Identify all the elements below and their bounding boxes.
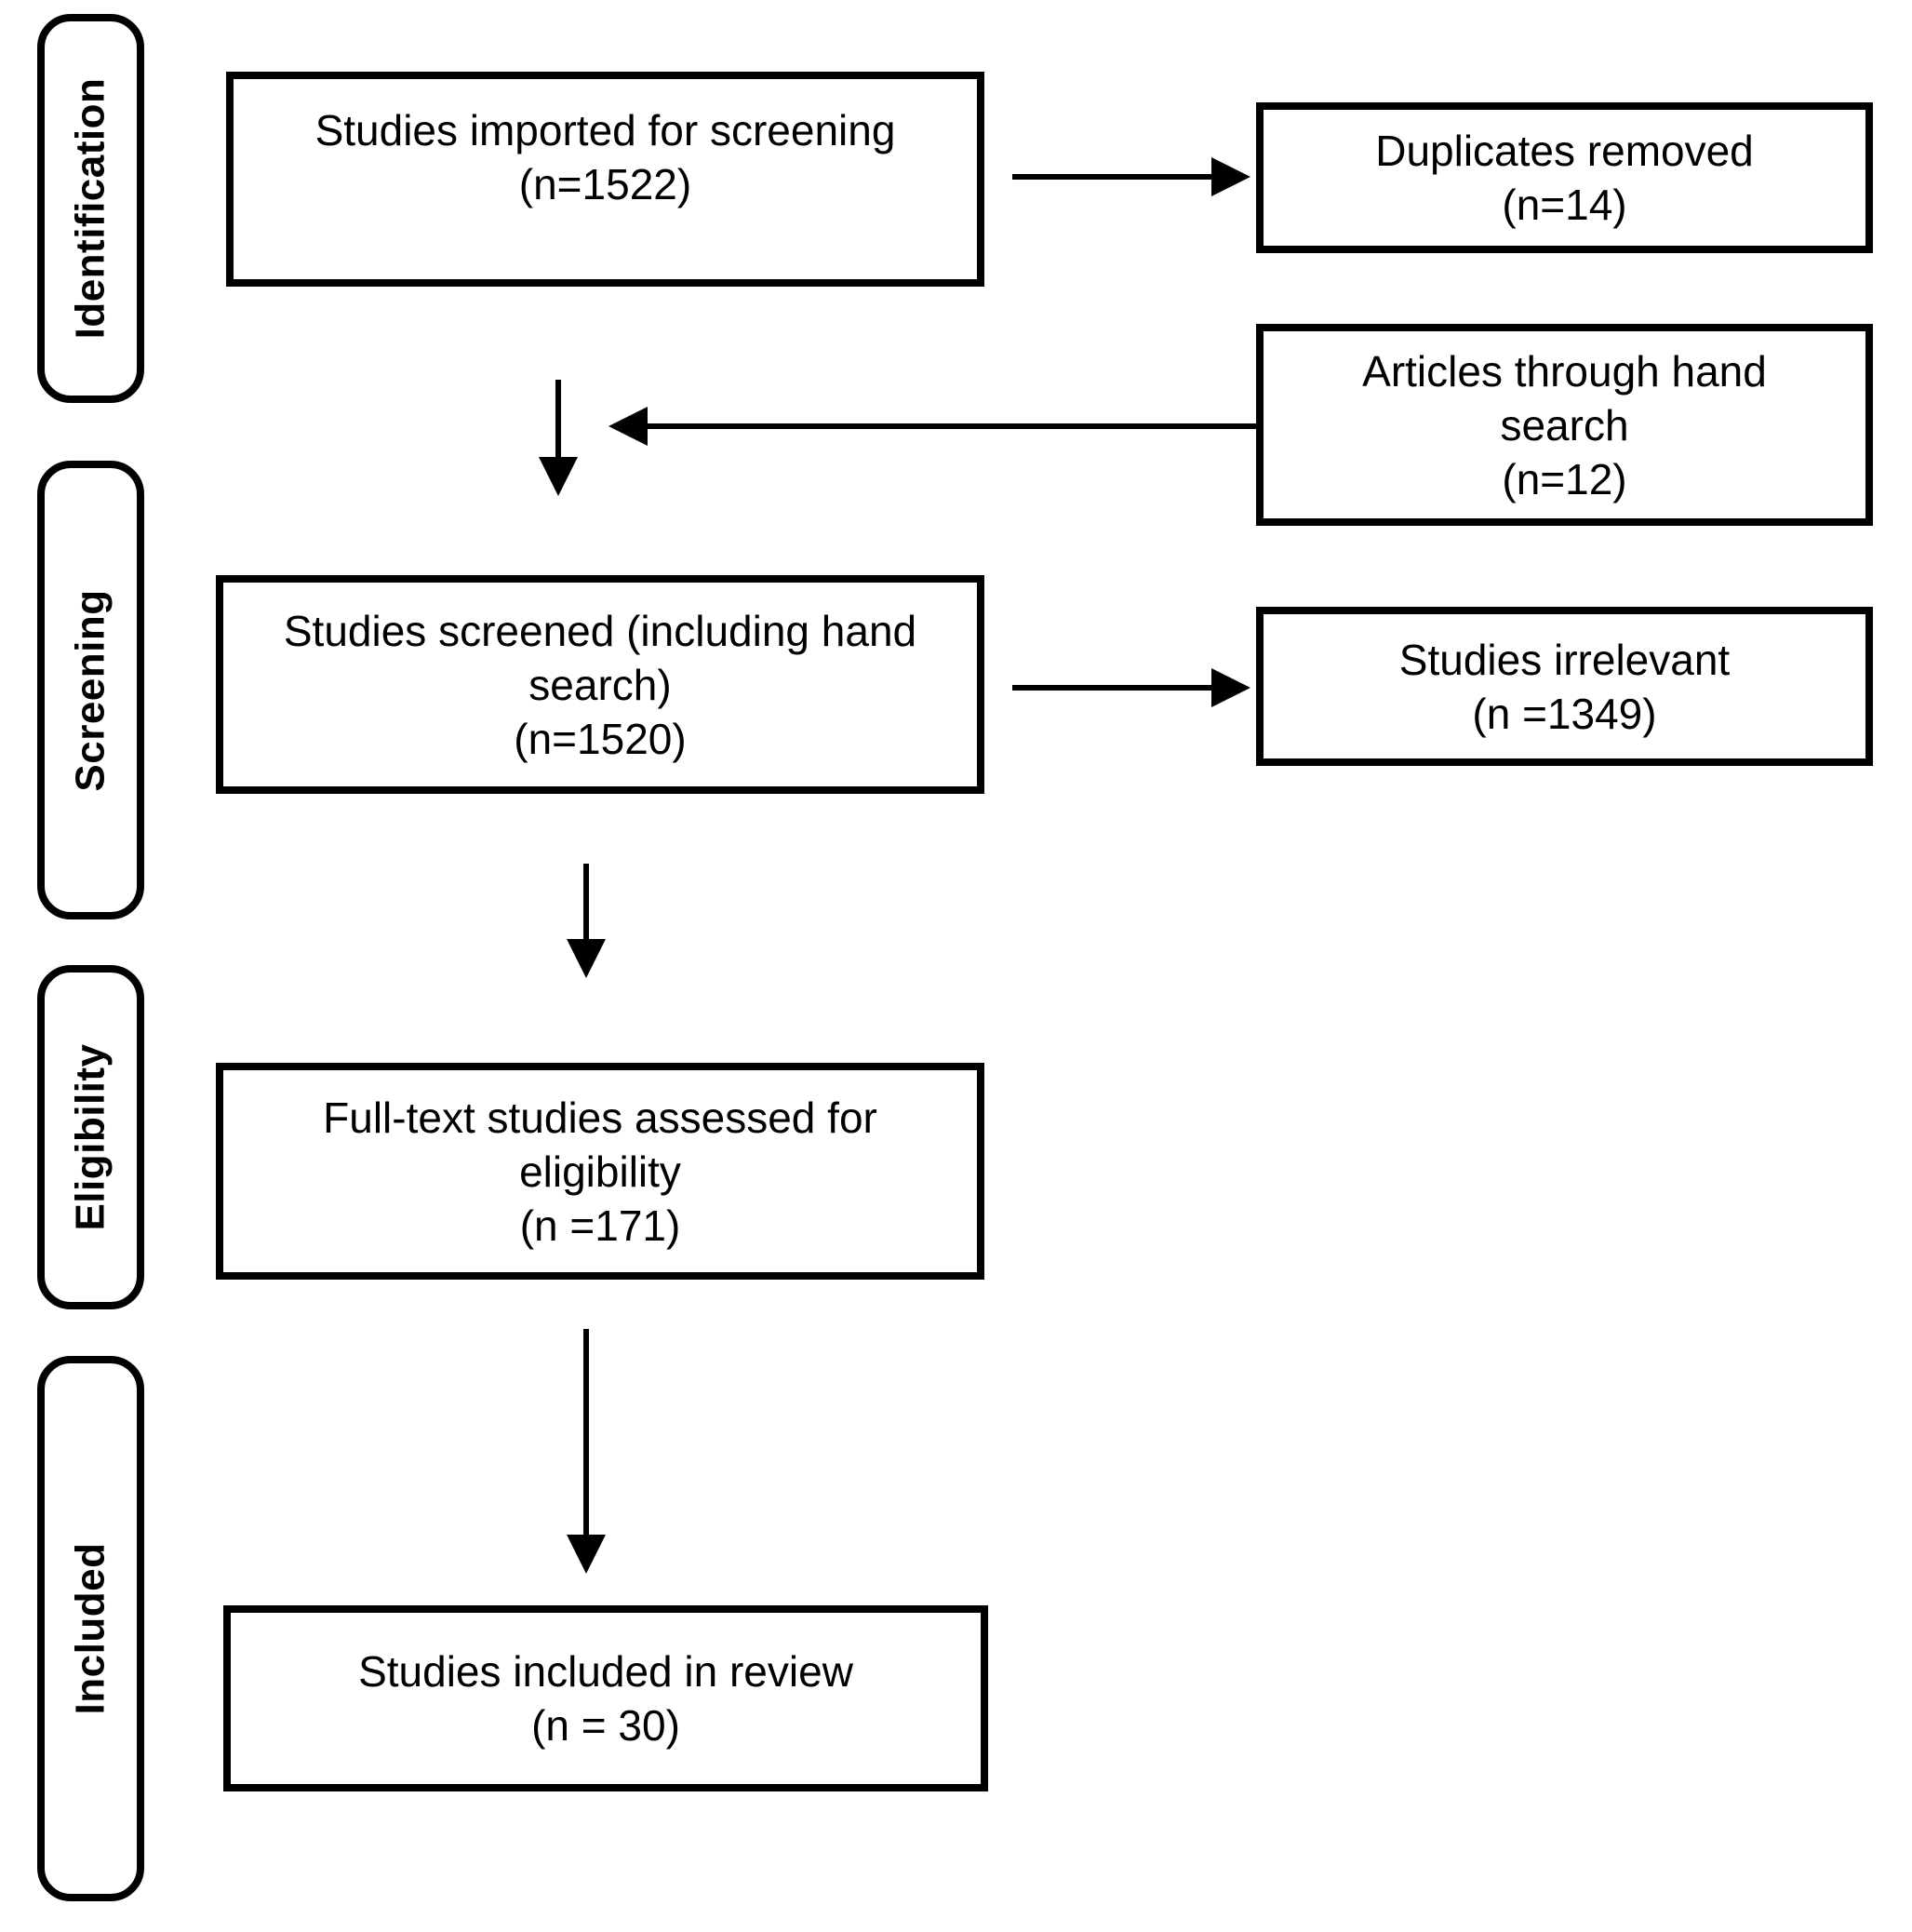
box-studies-included-line: Studies included in review [358, 1647, 853, 1696]
stage-included-label: Included [67, 1542, 114, 1715]
arrow-screened-to-fulltext [567, 864, 606, 978]
box-articles-hand-search-line: Articles through hand [1362, 346, 1767, 396]
box-studies-included-count: (n = 30) [531, 1701, 680, 1750]
box-fulltext-assessed: Full-text studies assessed for eligibili… [216, 1063, 984, 1280]
box-studies-screened-line: search) [528, 660, 672, 709]
box-studies-included: Studies included in review (n = 30) [223, 1605, 988, 1791]
box-studies-imported-count: (n=1522) [518, 160, 692, 208]
box-duplicates-removed: Duplicates removed (n=14) [1256, 102, 1873, 253]
box-studies-screened: Studies screened (including hand search)… [216, 575, 984, 794]
arrow-handsearch-to-flow [608, 407, 1258, 446]
box-articles-hand-search-line: search [1500, 400, 1629, 449]
arrow-imported-to-duplicates [1012, 157, 1250, 196]
box-studies-irrelevant: Studies irrelevant (n =1349) [1256, 607, 1873, 766]
arrow-fulltext-to-included [567, 1329, 606, 1574]
stage-identification: Identification [37, 14, 144, 403]
box-studies-imported-line: Studies imported for screening [314, 106, 896, 154]
stage-eligibility: Eligibility [37, 965, 144, 1309]
stage-identification-label: Identification [67, 77, 114, 340]
arrow-screened-to-irrelevant [1012, 668, 1250, 707]
box-studies-irrelevant-line: Studies irrelevant [1398, 635, 1731, 684]
box-fulltext-assessed-line: eligibility [519, 1147, 681, 1196]
box-duplicates-removed-count: (n=14) [1502, 181, 1627, 229]
box-studies-irrelevant-count: (n =1349) [1472, 689, 1657, 738]
stage-eligibility-label: Eligibility [67, 1043, 114, 1231]
box-fulltext-assessed-line: Full-text studies assessed for [323, 1093, 877, 1142]
stage-included: Included [37, 1356, 144, 1901]
box-articles-hand-search-count: (n=12) [1502, 454, 1627, 503]
box-studies-screened-line: Studies screened (including hand [283, 606, 917, 655]
stage-screening-label: Screening [67, 588, 114, 792]
box-duplicates-removed-line: Duplicates removed [1375, 127, 1754, 175]
stage-screening: Screening [37, 461, 144, 919]
arrow-imported-down [539, 380, 578, 496]
box-studies-imported: Studies imported for screening (n=1522) [226, 72, 984, 287]
box-articles-hand-search: Articles through hand search (n=12) [1256, 324, 1873, 526]
box-studies-screened-count: (n=1520) [514, 714, 687, 763]
box-fulltext-assessed-count: (n =171) [519, 1201, 681, 1250]
